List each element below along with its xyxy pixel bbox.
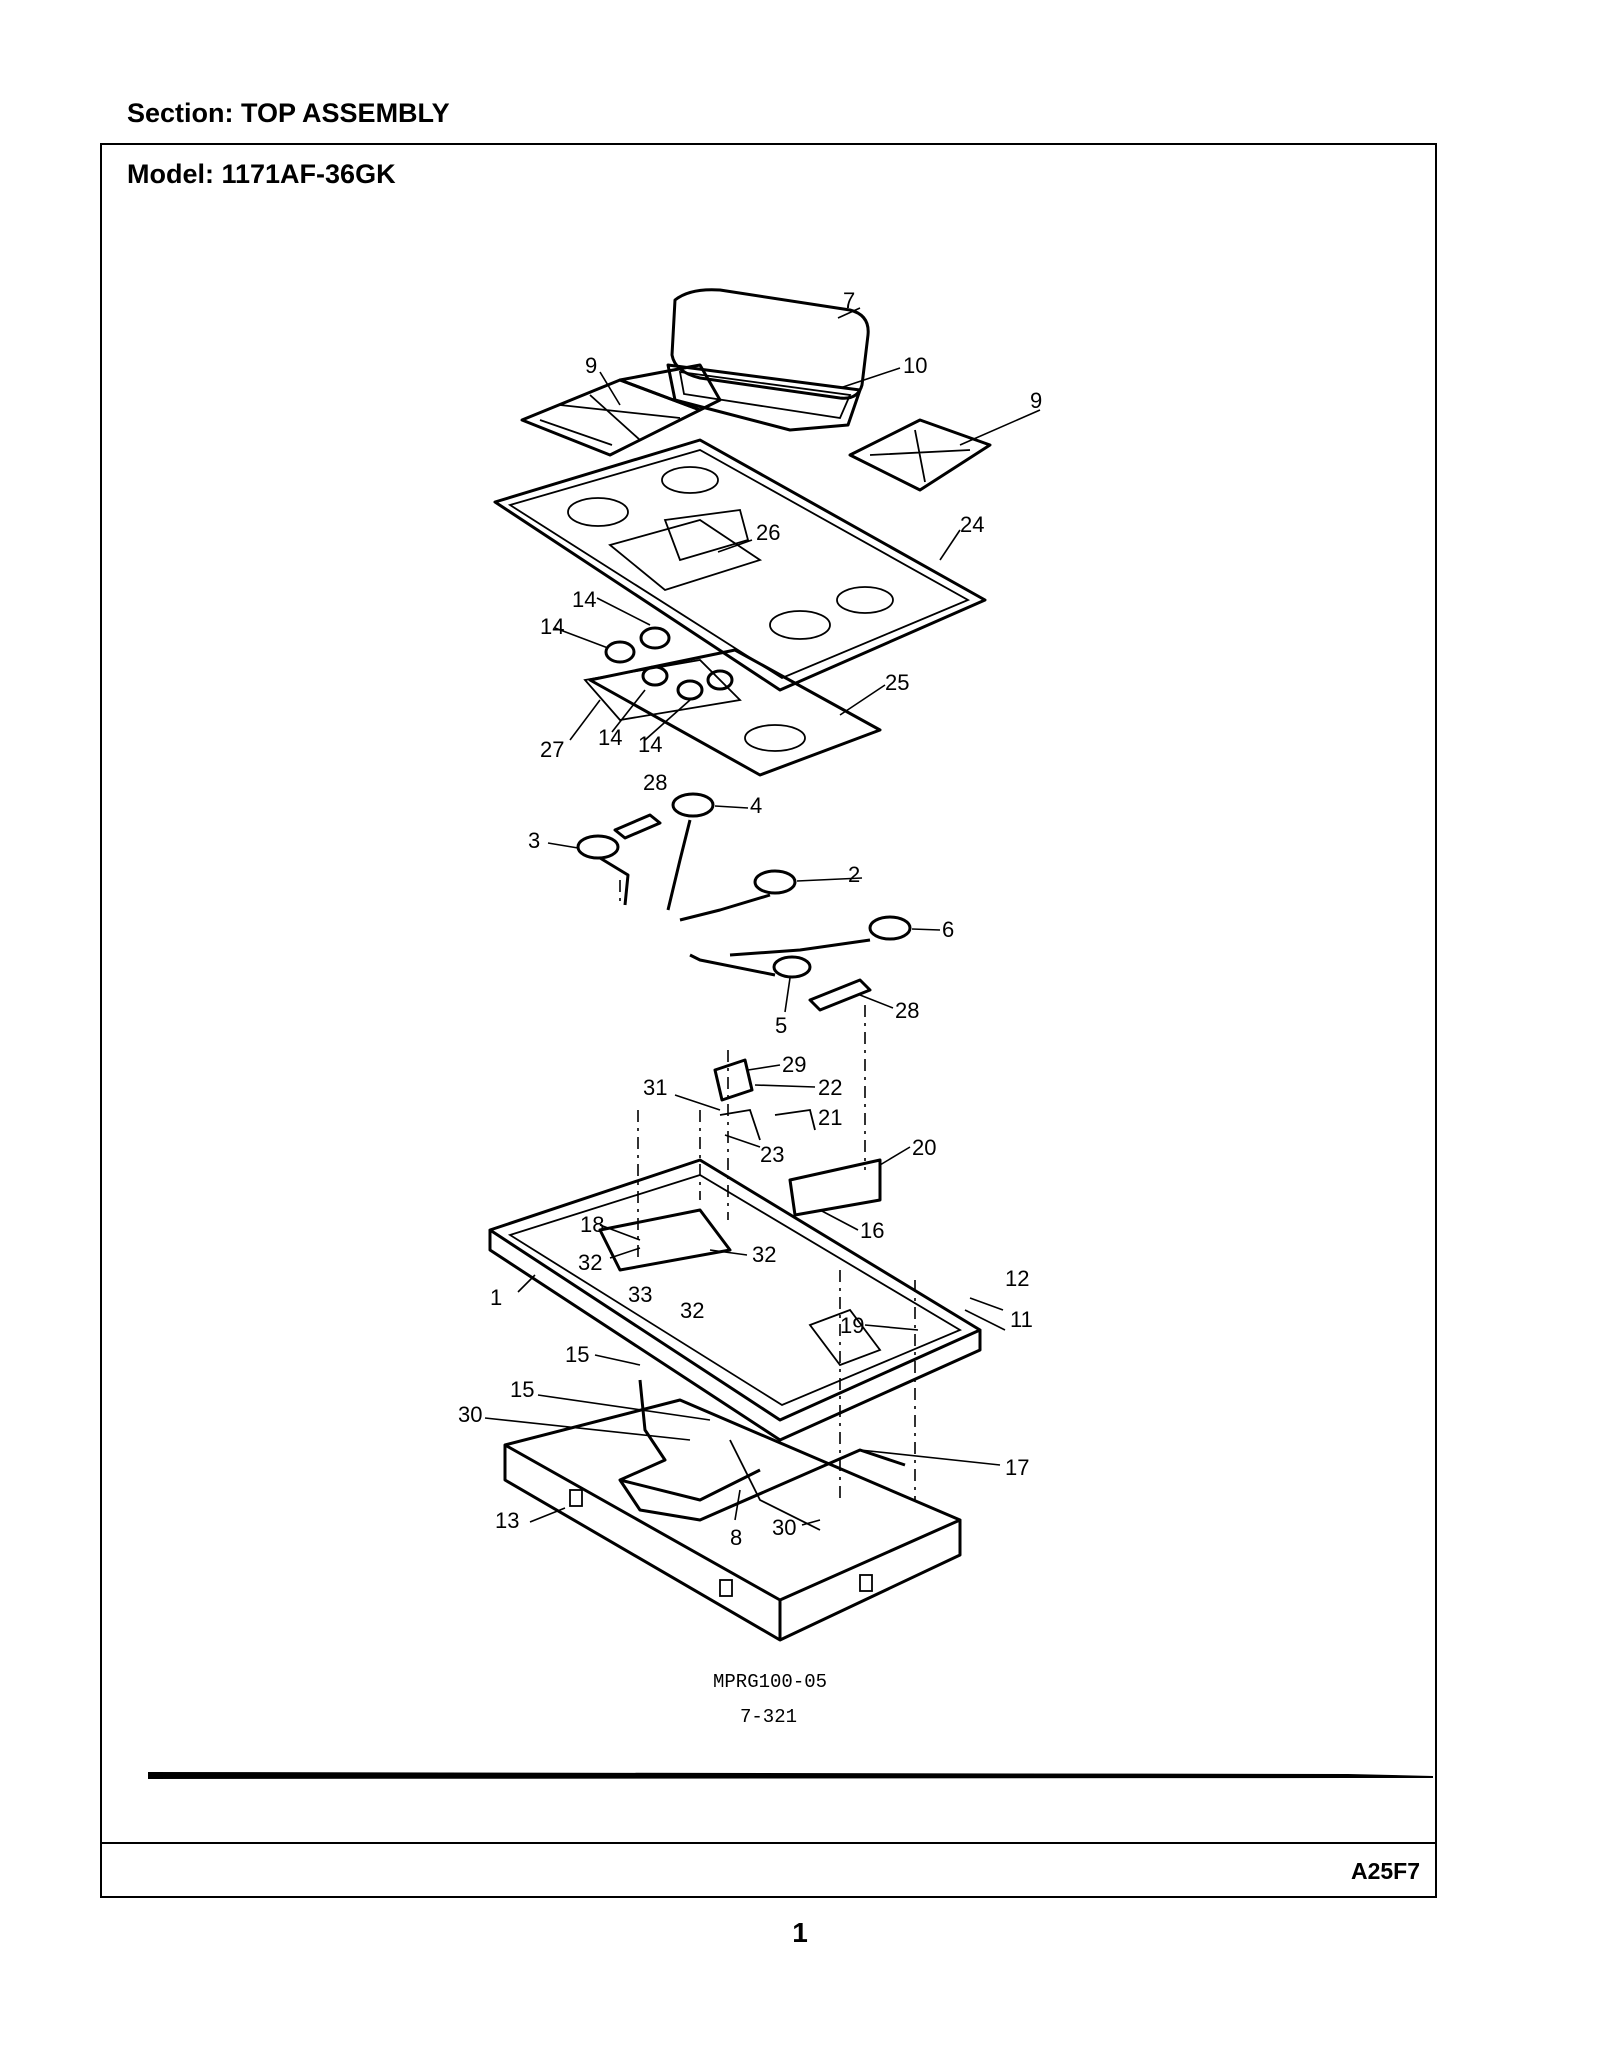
callout-9-left: 9	[585, 353, 597, 378]
page-reference: 7-321	[740, 1706, 797, 1728]
callout-31: 31	[643, 1075, 667, 1100]
callout-28-top: 28	[643, 770, 667, 795]
callout-32-center: 32	[680, 1298, 704, 1323]
model-title: Model: 1171AF-36GK	[127, 159, 396, 189]
knob-assembly	[583, 626, 742, 721]
surface-burners	[576, 792, 912, 1012]
callout-25: 25	[885, 670, 909, 695]
callout-29: 29	[782, 1052, 806, 1077]
diagram-frame	[100, 143, 1437, 1898]
callout-18: 18	[580, 1212, 604, 1237]
callout-15-upper: 15	[565, 1342, 589, 1367]
callout-16: 16	[860, 1218, 884, 1243]
callout-11: 11	[1010, 1307, 1033, 1332]
griddle-cover	[670, 288, 870, 400]
callout-13: 13	[495, 1508, 519, 1533]
drawing-number: MPRG100-05	[713, 1671, 827, 1693]
callout-14-c: 14	[598, 725, 622, 750]
callout-2: 2	[848, 862, 860, 887]
callout-labels: 7 9 10 9 26 24 14 14 14 14 27 25 28 4 3 …	[458, 288, 1042, 1550]
callout-1: 1	[490, 1285, 502, 1310]
callout-28-bottom: 28	[895, 998, 919, 1023]
section-title: Section: TOP ASSEMBLY	[127, 98, 450, 128]
callout-9-right: 9	[1030, 388, 1042, 413]
page-number: 1	[792, 1917, 808, 1948]
callout-27: 27	[540, 737, 564, 762]
callout-30-right: 30	[772, 1515, 796, 1540]
callout-14-b: 14	[540, 614, 564, 639]
footer-divider	[100, 1842, 1437, 1844]
callout-32-right: 32	[752, 1242, 776, 1267]
burner-box-cover	[588, 648, 882, 777]
callout-12: 12	[1005, 1266, 1029, 1291]
heavy-rule	[148, 1772, 1433, 1779]
griddle-frame	[666, 363, 862, 432]
valve-parts	[713, 1058, 882, 1217]
callout-6: 6	[942, 917, 954, 942]
callout-7: 7	[843, 288, 855, 313]
callout-26: 26	[756, 520, 780, 545]
callout-32-left: 32	[578, 1250, 602, 1275]
callout-14-d: 14	[638, 732, 662, 757]
base-pan	[503, 1398, 962, 1642]
callout-4: 4	[750, 793, 762, 818]
assembly-centerlines	[619, 880, 916, 1500]
right-burner-grate	[848, 418, 992, 492]
callout-8: 8	[730, 1525, 742, 1550]
callout-20: 20	[912, 1135, 936, 1160]
callout-3: 3	[528, 828, 540, 853]
callout-21: 21	[818, 1105, 842, 1130]
callout-14-a: 14	[572, 587, 596, 612]
callout-19: 19	[840, 1313, 864, 1338]
left-burner-grates	[520, 363, 722, 457]
callout-33: 33	[628, 1282, 652, 1307]
callout-22: 22	[818, 1075, 842, 1100]
callout-17: 17	[1005, 1455, 1029, 1480]
callout-10: 10	[903, 353, 927, 378]
callout-5: 5	[775, 1013, 787, 1038]
callout-15-lower: 15	[510, 1377, 534, 1402]
callout-30-left: 30	[458, 1402, 482, 1427]
leader-lines	[484, 307, 1041, 1526]
callout-23: 23	[760, 1142, 784, 1167]
sheet-code: A25F7	[1350, 1858, 1420, 1884]
cooktop-top	[493, 438, 987, 692]
callout-24: 24	[960, 512, 984, 537]
